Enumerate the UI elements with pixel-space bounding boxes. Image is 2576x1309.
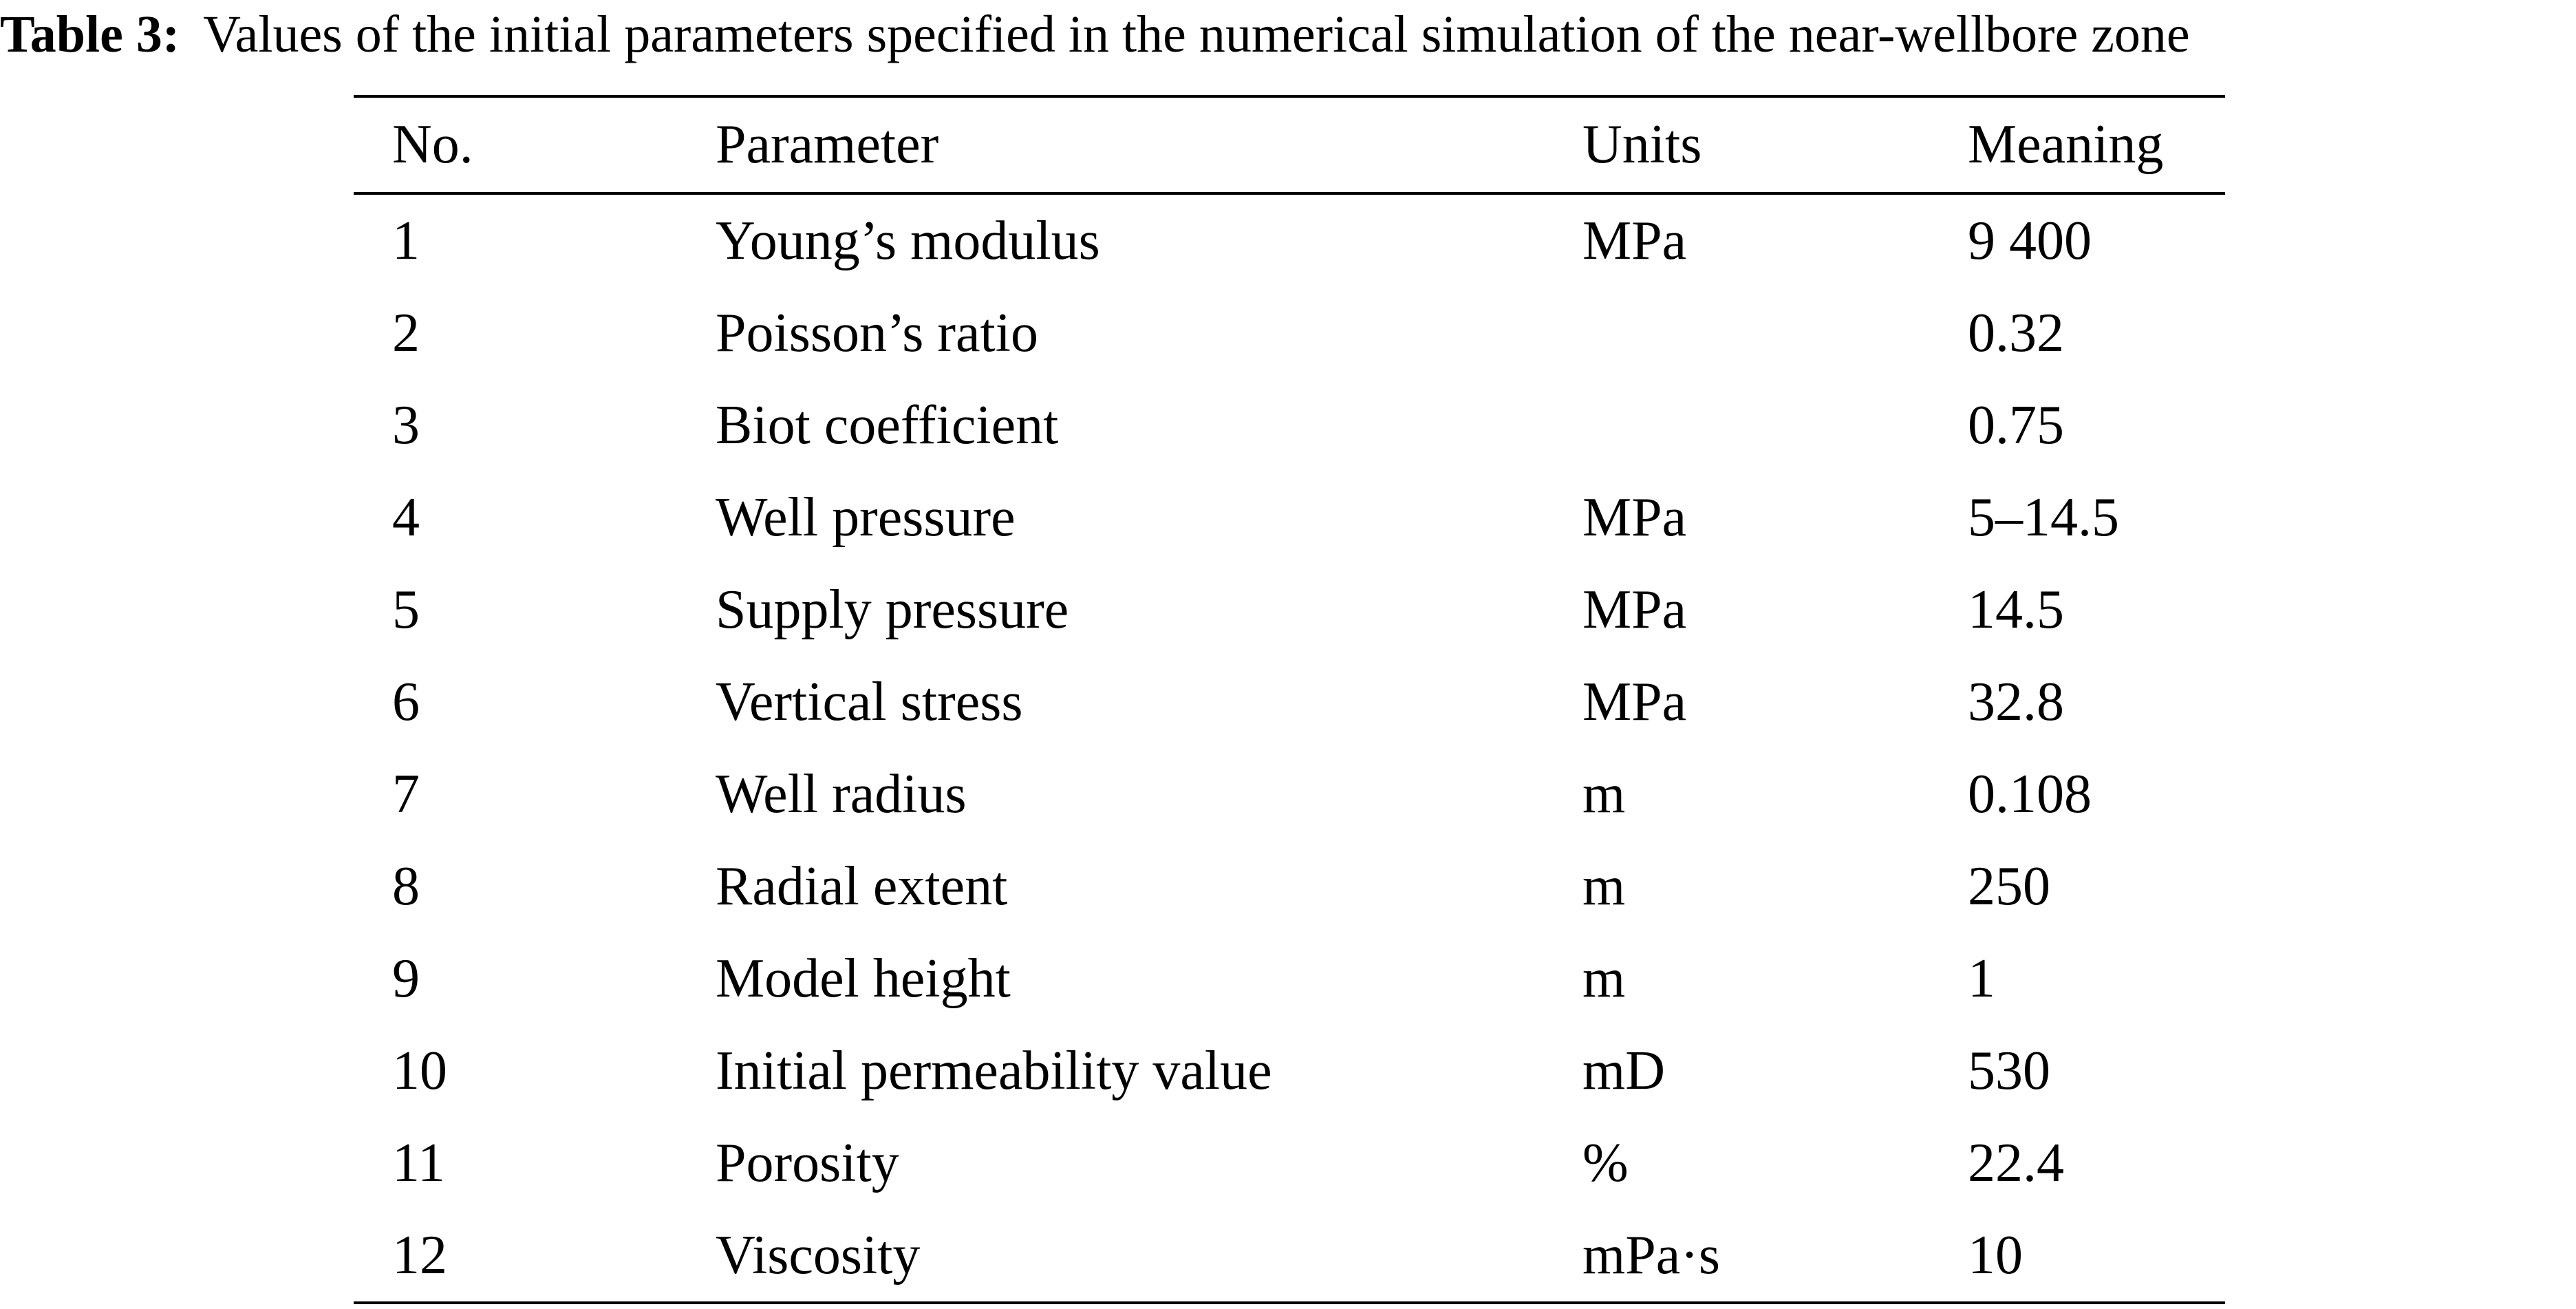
cell-parameter: Well pressure [716, 487, 1016, 548]
table-row: 10 Initial permeability value mD 530 [354, 1025, 2225, 1117]
cell-parameter: Initial permeability value [716, 1040, 1272, 1101]
table-body: 1 Young’s modulus MPa 9 400 2 Poisson’s … [354, 193, 2225, 1303]
cell-parameter: Porosity [716, 1132, 899, 1193]
table-header-row: No. Parameter Units Meaning [354, 96, 2225, 193]
table-header: No. Parameter Units Meaning [354, 96, 2225, 193]
table-row: 7 Well radius m 0.108 [354, 748, 2225, 840]
table-row: 6 Vertical stress MPa 32.8 [354, 656, 2225, 748]
cell-meaning: 32.8 [1968, 671, 2064, 732]
cell-no: 9 [392, 948, 420, 1009]
cell-units: mPa·s [1582, 1224, 1720, 1286]
cell-units: m [1582, 763, 1626, 824]
cell-parameter: Poisson’s ratio [716, 302, 1038, 363]
cell-meaning: 530 [1968, 1040, 2050, 1101]
cell-parameter: Well radius [716, 763, 967, 824]
table-row: 3 Biot coefficient 0.75 [354, 379, 2225, 471]
cell-no: 5 [392, 579, 420, 640]
table-caption-text: Values of the initial parameters specifi… [203, 6, 2190, 63]
table-row: 2 Poisson’s ratio 0.32 [354, 287, 2225, 379]
cell-units: MPa [1582, 671, 1687, 732]
column-header-meaning: Meaning [1968, 114, 2164, 175]
parameters-table: No. Parameter Units Meaning 1 Young’s mo… [354, 95, 2225, 1304]
cell-units: m [1582, 948, 1626, 1009]
cell-meaning: 250 [1968, 855, 2050, 917]
cell-meaning: 10 [1968, 1224, 2023, 1286]
cell-parameter: Biot coefficient [716, 394, 1059, 456]
cell-meaning: 0.32 [1968, 302, 2064, 363]
cell-no: 1 [392, 210, 420, 271]
cell-meaning: 1 [1968, 948, 1995, 1009]
table-row: 8 Radial extent m 250 [354, 840, 2225, 933]
cell-no: 4 [392, 487, 420, 548]
parameters-table-container: No. Parameter Units Meaning 1 Young’s mo… [354, 95, 2225, 1304]
cell-parameter: Vertical stress [716, 671, 1023, 732]
table-row: 5 Supply pressure MPa 14.5 [354, 564, 2225, 656]
cell-no: 2 [392, 302, 420, 363]
table-caption: Table 3: Values of the initial parameters… [0, 0, 2576, 69]
cell-parameter: Young’s modulus [716, 210, 1100, 271]
cell-meaning: 22.4 [1968, 1132, 2064, 1193]
cell-meaning: 0.75 [1968, 394, 2064, 456]
column-header-units: Units [1582, 114, 1702, 175]
cell-units: mD [1582, 1040, 1665, 1101]
table-caption-label: Table 3: [0, 6, 180, 63]
cell-units: % [1582, 1132, 1629, 1193]
cell-no: 3 [392, 394, 420, 456]
cell-parameter: Model height [716, 948, 1011, 1009]
column-header-parameter: Parameter [716, 114, 939, 175]
column-header-no: No. [392, 114, 473, 175]
table-row: 11 Porosity % 22.4 [354, 1117, 2225, 1209]
cell-no: 7 [392, 763, 420, 824]
cell-meaning: 9 400 [1968, 210, 2092, 271]
cell-units: MPa [1582, 210, 1687, 271]
cell-units [1544, 379, 1929, 471]
cell-no: 10 [392, 1040, 447, 1101]
cell-no: 11 [392, 1132, 446, 1193]
cell-parameter: Supply pressure [716, 579, 1069, 640]
cell-meaning: 5–14.5 [1968, 487, 2119, 548]
table-row: 12 Viscosity mPa·s 10 [354, 1209, 2225, 1303]
cell-meaning: 14.5 [1968, 579, 2064, 640]
cell-meaning: 0.108 [1968, 763, 2092, 824]
cell-no: 12 [392, 1224, 447, 1286]
cell-units: MPa [1582, 579, 1687, 640]
cell-parameter: Radial extent [716, 855, 1008, 917]
cell-units: MPa [1582, 487, 1687, 548]
table-row: 4 Well pressure MPa 5–14.5 [354, 471, 2225, 564]
table-row: 1 Young’s modulus MPa 9 400 [354, 193, 2225, 287]
table-row: 9 Model height m 1 [354, 933, 2225, 1025]
cell-parameter: Viscosity [716, 1224, 921, 1286]
cell-units: m [1582, 855, 1626, 917]
cell-units [1544, 287, 1929, 379]
cell-no: 6 [392, 671, 420, 732]
cell-no: 8 [392, 855, 420, 917]
